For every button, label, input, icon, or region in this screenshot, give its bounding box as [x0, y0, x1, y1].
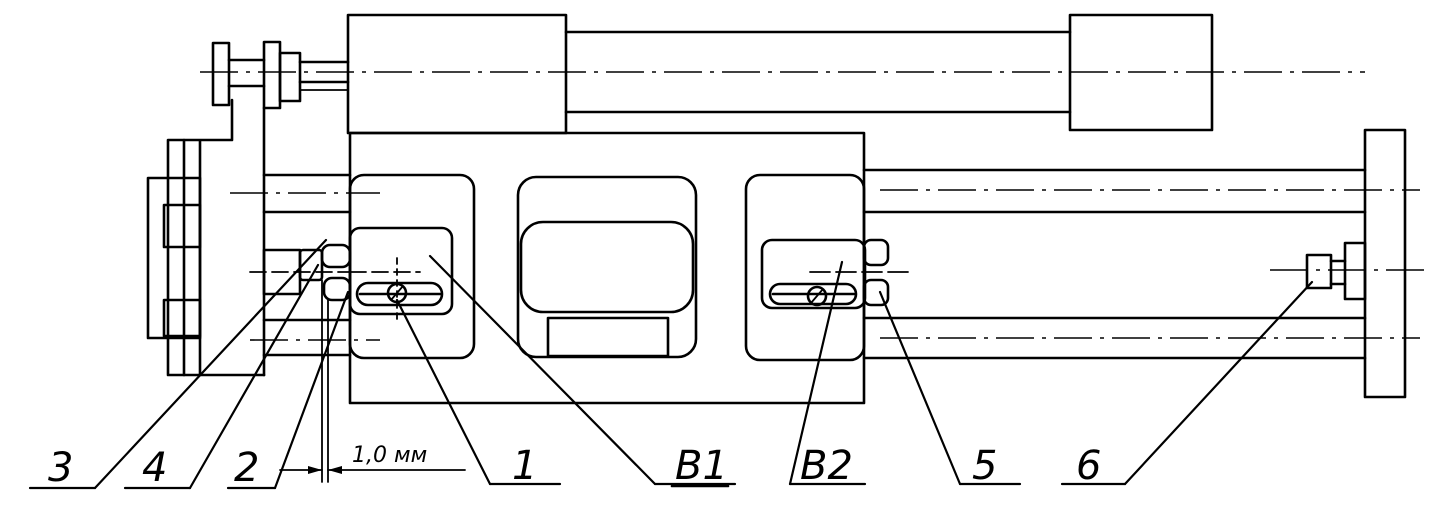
- adjust-block-b2: [760, 238, 911, 310]
- gap-dimension-label: 1,0 мм: [352, 443, 427, 468]
- carriage-block: [348, 131, 866, 405]
- left-bracket: [146, 98, 266, 377]
- callout-6: 6: [1076, 443, 1101, 489]
- gap-dimension: [279, 279, 466, 483]
- callout-3: 3: [48, 445, 73, 491]
- callout-b2: B2: [800, 443, 853, 489]
- guide-rods: [230, 168, 1420, 360]
- callout-2: 2: [234, 445, 259, 491]
- callout-5: 5: [972, 443, 997, 489]
- callout-b1: B1: [675, 443, 728, 489]
- leader-lines: [28, 238, 1314, 490]
- left-stops: [249, 243, 352, 302]
- callout-4: 4: [142, 445, 167, 491]
- callout-1: 1: [512, 443, 537, 489]
- right-stop: [862, 238, 890, 307]
- upper-cylinder: [200, 13, 1365, 135]
- right-plate: [1270, 128, 1432, 399]
